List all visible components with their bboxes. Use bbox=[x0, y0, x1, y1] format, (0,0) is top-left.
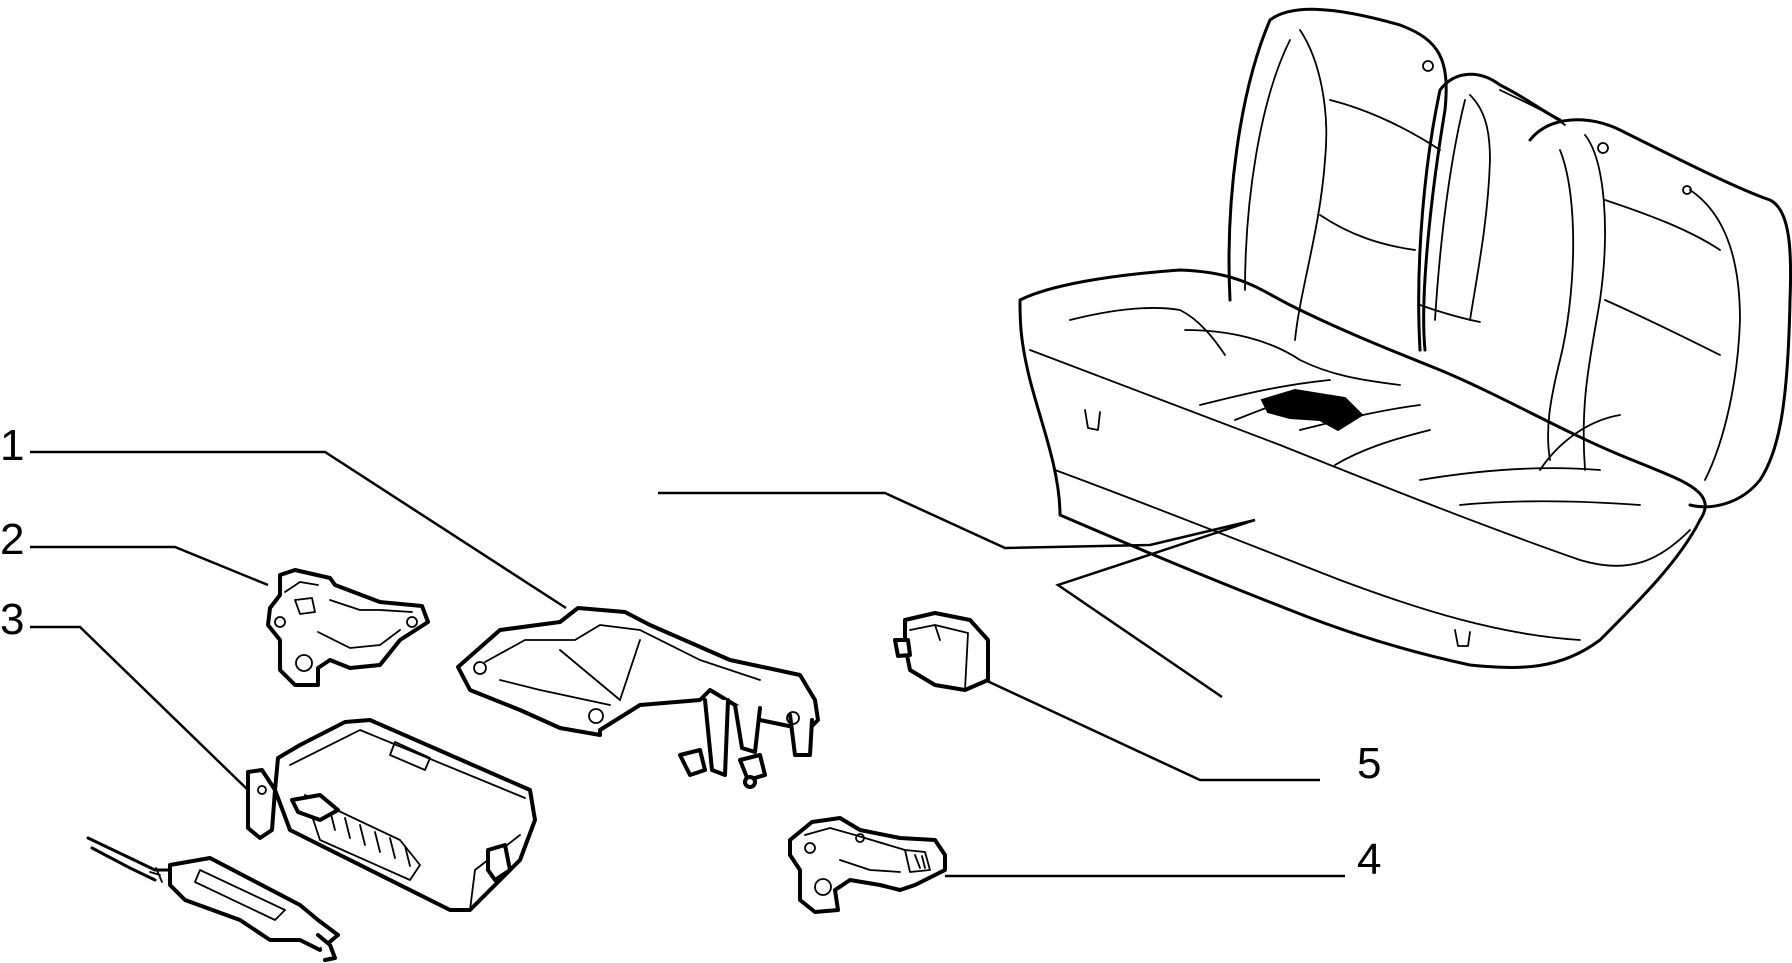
leader-line-5 bbox=[984, 678, 1320, 782]
airbag-control-unit bbox=[246, 718, 537, 912]
leader-line-1 bbox=[30, 450, 567, 610]
leader-line-2 bbox=[30, 545, 269, 587]
callout-1: 1 bbox=[0, 421, 25, 470]
callout-3: 3 bbox=[0, 595, 25, 644]
callout-4: 4 bbox=[1357, 835, 1382, 884]
crash-sensor-right bbox=[788, 816, 947, 914]
crash-sensor-left bbox=[266, 568, 430, 687]
leader-line-3 bbox=[30, 625, 249, 791]
callout-5: 5 bbox=[1357, 739, 1382, 788]
location-arrow-icon bbox=[1260, 388, 1364, 432]
rear-seat-illustration bbox=[1018, 7, 1792, 669]
relay-module bbox=[893, 611, 990, 692]
wiring-connector bbox=[86, 836, 340, 962]
mounting-bracket bbox=[456, 606, 820, 789]
callout-2: 2 bbox=[0, 515, 25, 564]
